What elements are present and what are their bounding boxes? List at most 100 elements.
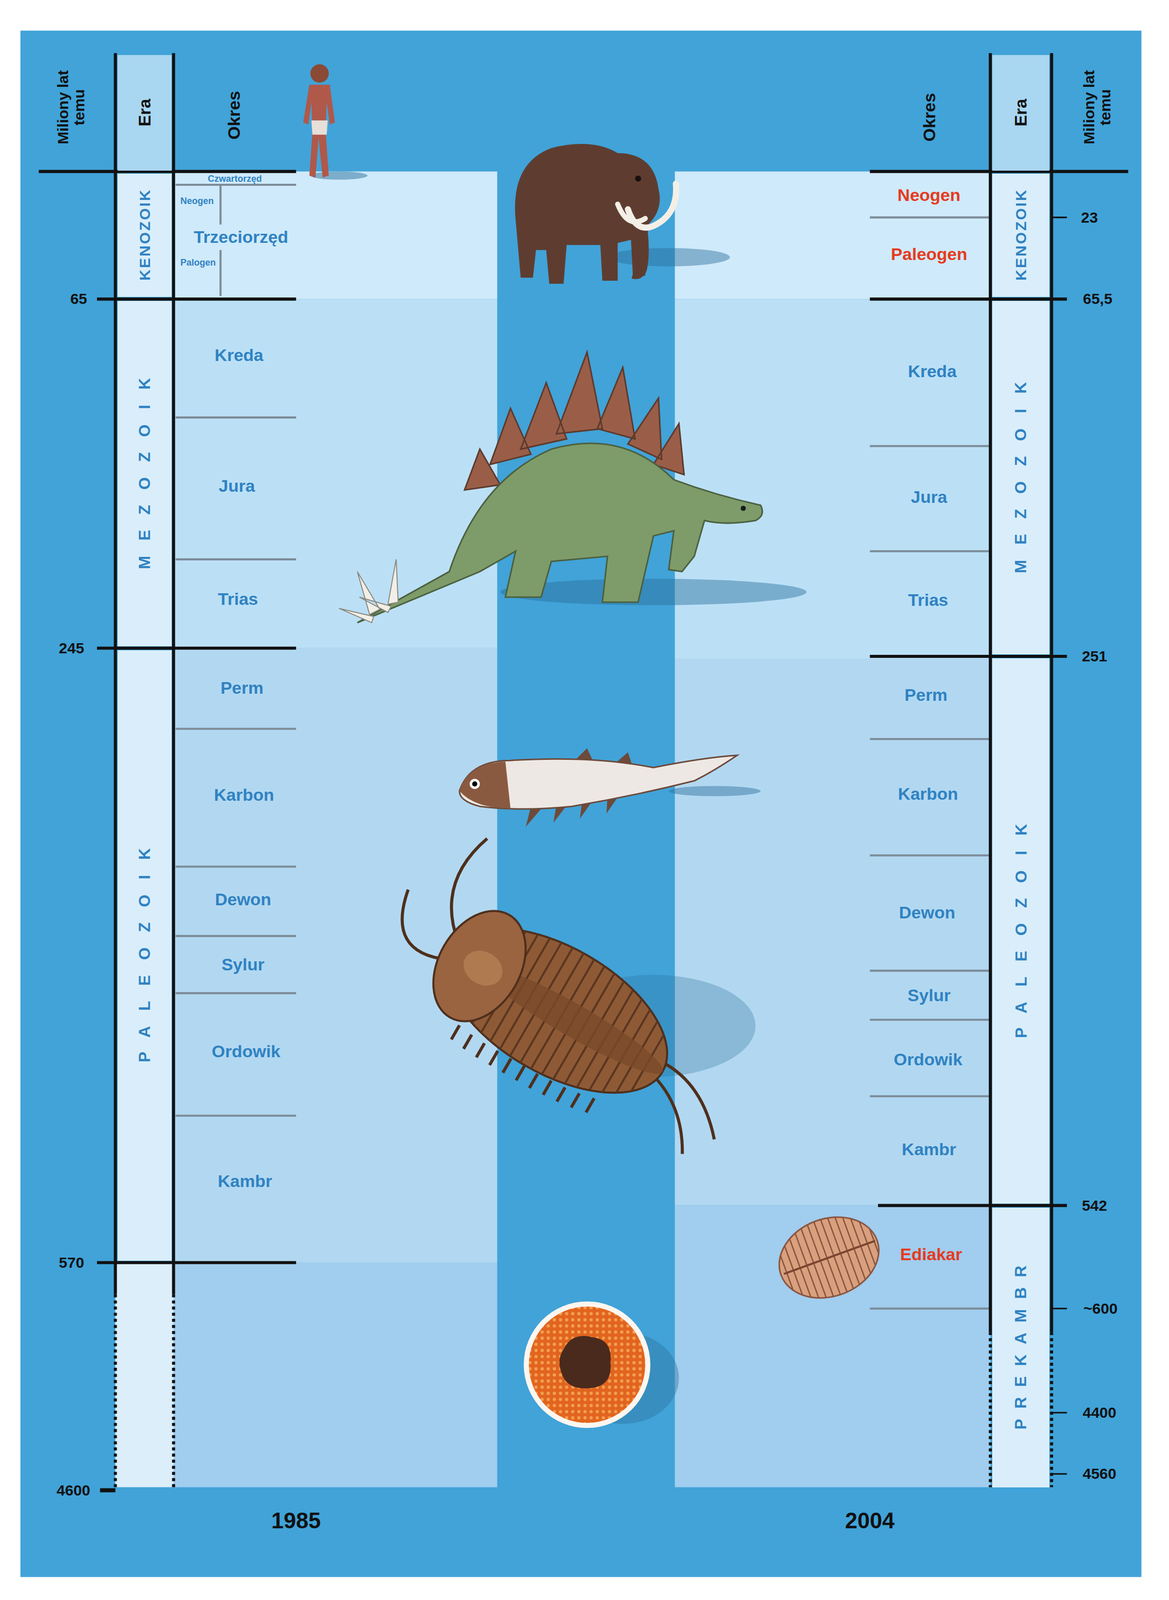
year-label: 2004 (845, 1508, 895, 1534)
period-label: Sylur (221, 955, 265, 975)
period-label: Trzeciorzęd (193, 227, 289, 247)
period-label: Neogen (897, 185, 961, 205)
age-number: 23 (1081, 209, 1098, 226)
column-header: Miliony lat temu (55, 58, 88, 157)
ediacaran-fossil (766, 1199, 893, 1317)
age-number: ~600 (1083, 1300, 1118, 1317)
era-band: MEZOZOIK (992, 300, 1050, 655)
black-boundary-lines (990, 53, 1052, 1333)
human-figure (310, 171, 368, 180)
period-label: Ordowik (211, 1042, 281, 1061)
trilobite (414, 894, 545, 1039)
stegosaurus (500, 578, 807, 606)
period-label: Jura (218, 476, 256, 496)
era-name: PALEOZOIK (136, 833, 153, 1078)
period-label: Neogen (180, 196, 214, 206)
trilobite (456, 943, 509, 993)
period-bands (115, 1262, 174, 1488)
period-bands (173, 1262, 498, 1488)
period-label: Kambr (217, 1172, 273, 1191)
year-label: 1985 (271, 1508, 321, 1534)
black-boundary-lines (870, 171, 1129, 1206)
period-bands (674, 298, 991, 659)
column-header: Okres (920, 92, 939, 142)
age-number: 65,5 (1082, 290, 1112, 308)
black-boundary-lines (38, 53, 1129, 1491)
age-number: 4400 (1082, 1404, 1117, 1421)
period-label: Karbon (214, 785, 275, 805)
fish (459, 755, 738, 809)
primitive-cell (528, 1306, 645, 1423)
period-bands (674, 658, 991, 1206)
black-boundary-lines (115, 53, 174, 1295)
period-label: Palogen (180, 258, 216, 268)
age-number: 4560 (1082, 1465, 1117, 1483)
age-number: 65 (70, 290, 87, 308)
grey-period-lines (175, 417, 297, 1116)
human-figure (311, 120, 328, 135)
stegosaurus (357, 443, 763, 623)
mammoth (515, 143, 660, 284)
fish (469, 779, 480, 790)
mammoth (607, 247, 731, 267)
human-figure (302, 84, 335, 178)
fish (459, 761, 511, 809)
era-band: KENOZOIK (992, 173, 1050, 298)
black-boundary-lines (38, 171, 297, 1263)
period-bands (173, 298, 498, 648)
human-figure (302, 64, 368, 180)
period-bands (115, 171, 991, 1488)
trilobite (352, 817, 788, 1182)
grey-period-lines (175, 184, 297, 296)
column-header: Era (1012, 98, 1030, 127)
period-label: Kambr (901, 1140, 957, 1159)
era-header-cell: Era (992, 55, 1050, 171)
era-band: MEZOZOIK (117, 300, 172, 646)
period-label: Ediakar (899, 1245, 962, 1264)
era-name: MEZOZOIK (136, 363, 153, 585)
fish (459, 748, 761, 828)
period-label: Kreda (907, 362, 957, 381)
period-label: Dewon (898, 903, 955, 923)
age-number: 251 (1081, 648, 1107, 665)
period-label: Kreda (214, 345, 264, 365)
primitive-cell (523, 1301, 679, 1429)
mammoth (617, 204, 646, 222)
mammoth (515, 143, 731, 284)
age-number: 4600 (56, 1482, 91, 1499)
ediacaran-fossil (783, 1241, 875, 1275)
period-label: Ordowik (893, 1050, 963, 1070)
era-band: KENOZOIK (117, 173, 172, 298)
stegosaurus (338, 351, 807, 623)
era-band: PALEOZOIK (117, 650, 172, 1261)
era-name: KENOZOIK (1013, 188, 1029, 282)
fish (472, 781, 478, 787)
period-label: Perm (220, 678, 264, 698)
age-number: 542 (1081, 1197, 1107, 1214)
period-label: Trias (218, 589, 259, 609)
mammoth (635, 175, 642, 182)
human-figure (310, 64, 329, 83)
scale-ticks (1051, 217, 1067, 1475)
age-number: 245 (59, 640, 85, 657)
stegosaurus (740, 505, 746, 512)
trilobite (352, 817, 788, 1182)
dotted-lines (115, 1294, 1052, 1488)
era-name: PALEOZOIK (1012, 808, 1030, 1054)
period-label: Perm (904, 685, 948, 705)
trilobite (362, 817, 788, 1164)
primitive-cell (523, 1301, 651, 1429)
stegosaurus (338, 559, 398, 623)
period-label: Jura (910, 487, 948, 507)
period-bands (674, 171, 991, 300)
grey-period-lines (175, 184, 991, 1309)
blue-panel (20, 30, 1142, 1578)
black-boundary-lines (99, 1488, 116, 1493)
fish (668, 786, 761, 797)
period-label: Dewon (215, 890, 272, 909)
column-header: Miliony lat temu (1081, 58, 1114, 157)
period-label: Trias (907, 590, 948, 610)
era-name: MEZOZOIK (1012, 367, 1030, 589)
